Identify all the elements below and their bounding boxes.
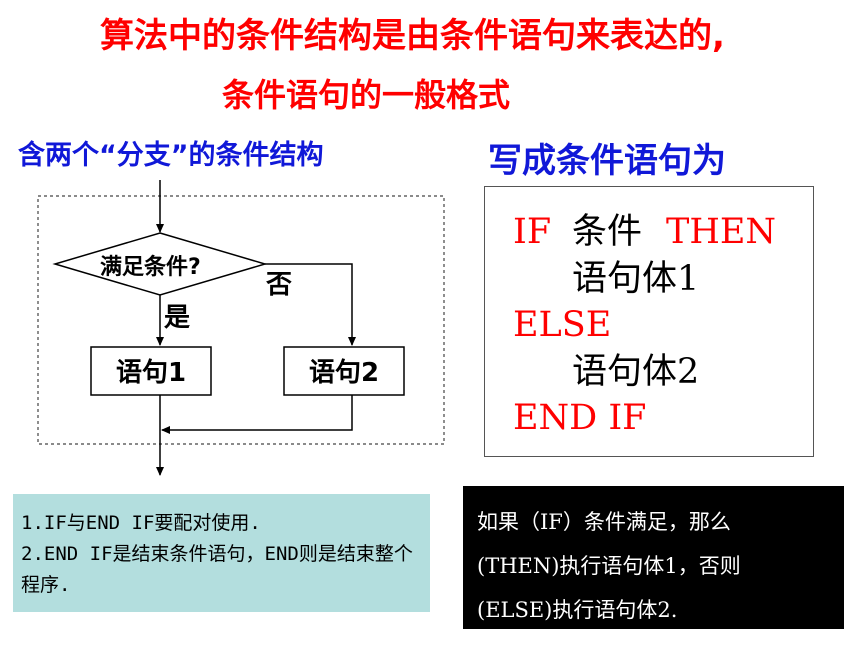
explanation-box: 如果（IF）条件满足，那么 (THEN)执行语句体1，否则 (ELSE)执行语句… xyxy=(463,486,844,629)
then-keyword: THEN xyxy=(666,212,777,252)
notes-box: 1.IF与END IF要配对使用. 2.END IF是结束条件语句，END则是结… xyxy=(13,494,430,612)
merge-line xyxy=(161,395,353,434)
explanation-line-2: (THEN)执行语句体1，否则 xyxy=(477,554,741,578)
flowchart-heading: 含两个“分支”的条件结构 xyxy=(18,140,324,171)
no-label: 否 xyxy=(266,270,292,300)
no-branch-line xyxy=(265,263,356,346)
code-box xyxy=(484,186,814,457)
statement-1-box xyxy=(90,346,212,396)
flowchart-frame xyxy=(37,195,445,445)
note-2: 2.END IF是结束条件语句，END则是结束整个程序. xyxy=(21,543,413,596)
else-keyword: ELSE xyxy=(513,305,612,345)
explanation-line-1: 如果（IF）条件满足，那么 xyxy=(477,510,731,534)
statement-2-label: 语句2 xyxy=(309,358,379,388)
title-line-2: 条件语句的一般格式 xyxy=(222,76,511,114)
statement-body-1: 语句体1 xyxy=(572,259,700,299)
condition-label: 满足条件? xyxy=(100,254,201,280)
if-condition: 条件 xyxy=(572,212,643,252)
explanation-line-3: (ELSE)执行语句体2. xyxy=(477,598,678,622)
title-line-1: 算法中的条件结构是由条件语句来表达的, xyxy=(100,16,725,56)
if-keyword: IF xyxy=(513,212,552,252)
statement-2-box xyxy=(283,346,405,396)
statement-1-label: 语句1 xyxy=(116,358,186,388)
yes-label: 是 xyxy=(164,303,190,333)
end-if-keyword: END IF xyxy=(513,398,647,438)
note-1: 1.IF与END IF要配对使用. xyxy=(21,512,261,534)
code-heading: 写成条件语句为 xyxy=(488,141,726,181)
statement-body-2: 语句体2 xyxy=(572,352,700,392)
